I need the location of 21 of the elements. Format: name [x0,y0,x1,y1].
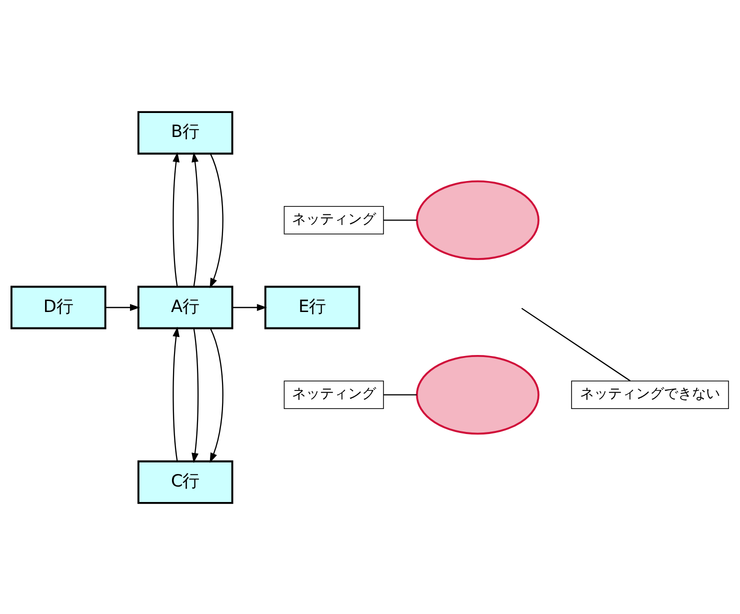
connector [521,307,631,381]
node-box: ネッティングできない [571,380,729,409]
node-box: ネッティング [284,380,384,409]
arrow [192,328,199,463]
node-box: A行 [137,285,234,329]
node-box: C行 [137,460,234,504]
node-ellipse [416,180,540,260]
arrow [172,152,180,286]
node-box: D行 [10,285,106,329]
node-box: E行 [264,285,360,329]
arrow [106,304,140,310]
arrow [232,304,267,310]
arrow [192,152,199,286]
node-ellipse [416,354,540,434]
arrow [172,326,180,461]
connector [384,219,417,220]
connector [384,394,417,395]
node-box: B行 [137,110,234,154]
arrow [210,328,224,462]
arrow [210,153,224,288]
node-box: ネッティング [284,205,384,234]
